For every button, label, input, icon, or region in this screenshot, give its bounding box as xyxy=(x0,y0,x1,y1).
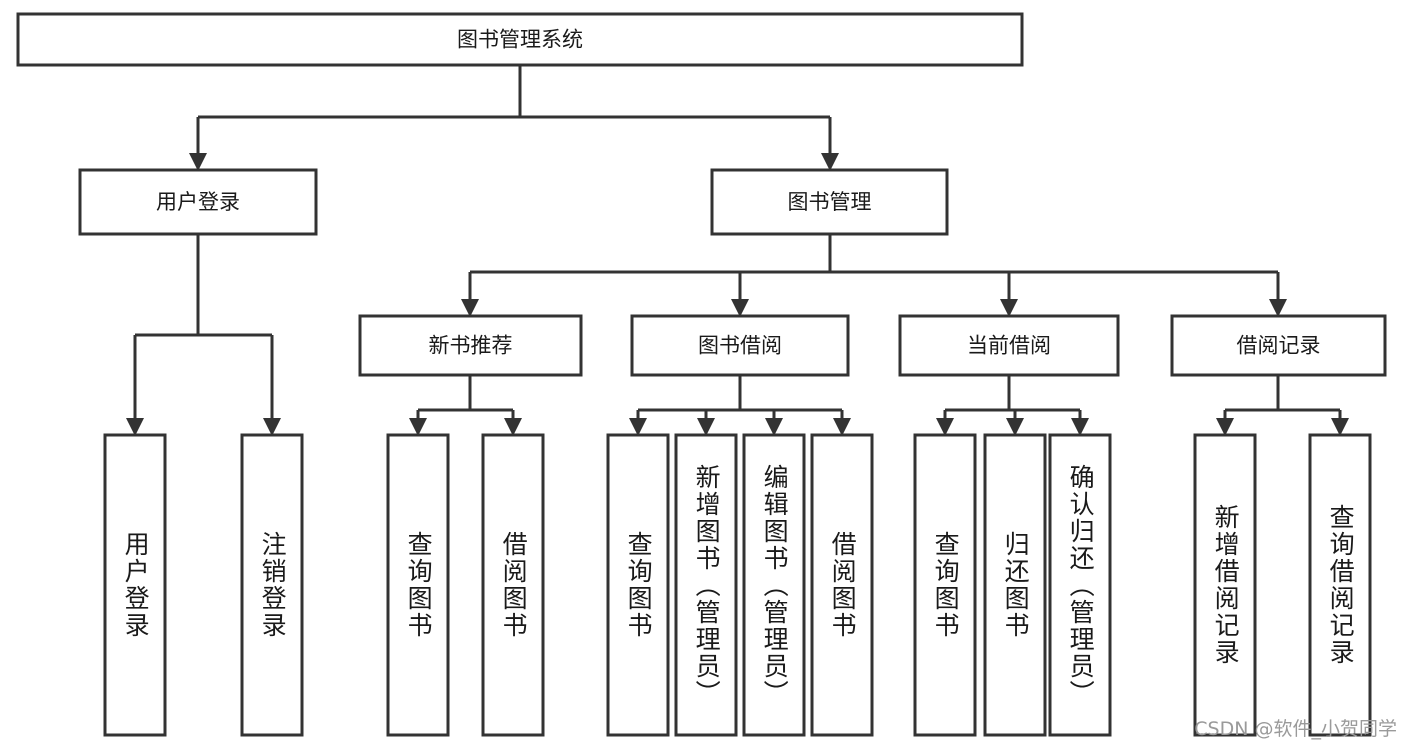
node-box-leaf_query_book_2[interactable] xyxy=(606,433,670,737)
connector-root-to-level2 xyxy=(189,65,839,171)
node-label-current_borrow: 当前借阅 xyxy=(967,334,1051,358)
arrow-head-icon xyxy=(461,299,479,317)
connector-borrowrecord-to-leaves xyxy=(1216,375,1349,436)
node-box-user_login[interactable] xyxy=(78,168,318,236)
arrow-head-icon xyxy=(936,418,954,436)
arrow-head-icon xyxy=(189,153,207,171)
connector-bookmanage-to-level3 xyxy=(461,234,1287,317)
node-label-borrow_record: 借阅记录 xyxy=(1237,334,1321,358)
node-label-book_manage: 图书管理 xyxy=(788,190,872,214)
arrow-head-icon xyxy=(833,418,851,436)
watermark-text: CSDN @软件_小贺同学 xyxy=(1194,718,1397,740)
arrow-head-icon xyxy=(1006,418,1024,436)
arrow-head-icon xyxy=(1269,299,1287,317)
arrow-head-icon xyxy=(1000,299,1018,317)
node-label-new_book_rec: 新书推荐 xyxy=(429,334,513,358)
connector-bookborrow-to-leaves xyxy=(629,375,851,436)
node-box-current_borrow[interactable] xyxy=(898,314,1120,377)
arrow-head-icon xyxy=(504,418,522,436)
arrow-head-icon xyxy=(765,418,783,436)
node-label-user_login: 用户登录 xyxy=(156,190,240,214)
arrow-head-icon xyxy=(263,418,281,436)
node-box-leaf_borrow_book_1[interactable] xyxy=(481,433,545,737)
node-box-leaf_user_login[interactable] xyxy=(103,433,167,737)
arrow-head-icon xyxy=(821,153,839,171)
arrow-head-icon xyxy=(629,418,647,436)
node-box-leaf_borrow_book_2[interactable] xyxy=(810,433,874,737)
node-box-leaf_add_record[interactable] xyxy=(1193,433,1257,737)
node-label-root: 图书管理系统 xyxy=(457,28,583,52)
node-box-leaf_return_book[interactable] xyxy=(983,433,1047,737)
node-box-book_borrow[interactable] xyxy=(630,314,850,377)
node-box-leaf_query_book_3[interactable] xyxy=(913,433,977,737)
connector-userlogin-to-leaves xyxy=(126,234,281,436)
arrow-head-icon xyxy=(697,418,715,436)
node-box-leaf_logout[interactable] xyxy=(240,433,304,737)
connector-newbook-to-leaves xyxy=(409,375,522,436)
arrow-head-icon xyxy=(731,299,749,317)
node-box-book_manage[interactable] xyxy=(710,168,949,236)
nodes-layer xyxy=(16,12,1387,737)
node-box-borrow_record[interactable] xyxy=(1170,314,1387,377)
node-box-leaf_edit_book[interactable] xyxy=(742,433,806,737)
node-box-leaf_add_book[interactable] xyxy=(674,433,738,737)
node-box-new_book_rec[interactable] xyxy=(358,314,583,377)
node-box-leaf_confirm_return[interactable] xyxy=(1048,433,1112,737)
arrow-head-icon xyxy=(126,418,144,436)
arrow-head-icon xyxy=(409,418,427,436)
arrow-head-icon xyxy=(1331,418,1349,436)
node-box-root[interactable] xyxy=(16,12,1024,67)
connectors-layer xyxy=(126,65,1349,436)
node-box-leaf_query_record[interactable] xyxy=(1308,433,1372,737)
node-box-leaf_query_book_1[interactable] xyxy=(386,433,450,737)
arrow-head-icon xyxy=(1071,418,1089,436)
arrow-head-icon xyxy=(1216,418,1234,436)
node-label-book_borrow: 图书借阅 xyxy=(698,334,782,358)
connector-currentborrow-to-leaves xyxy=(936,375,1089,436)
